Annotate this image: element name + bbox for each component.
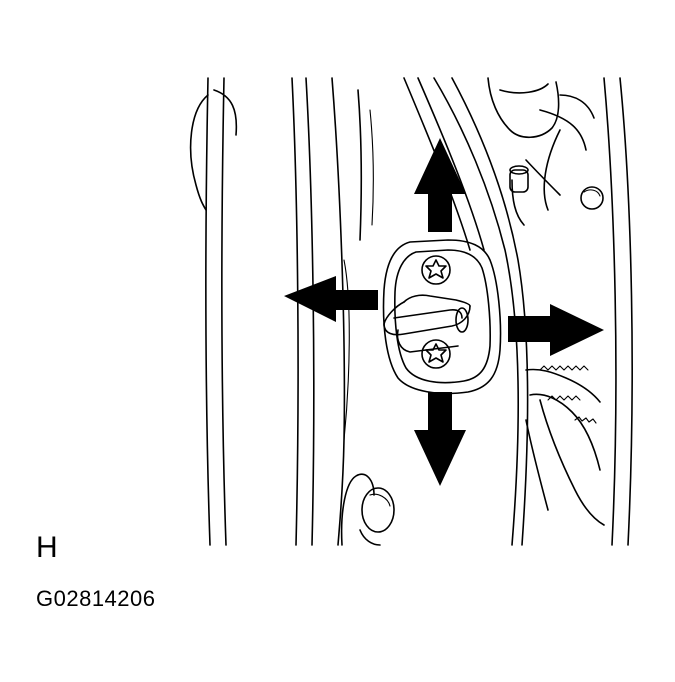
door-panel-left <box>189 77 374 546</box>
lower-door-bolt <box>340 473 395 546</box>
torx-screw-icon <box>421 339 451 369</box>
view-label: H <box>36 531 58 564</box>
arrow-down-icon <box>414 392 466 486</box>
body-pillar-right <box>403 77 633 546</box>
arrow-up-icon <box>414 138 466 232</box>
torx-screw-icon <box>421 255 451 285</box>
door-striker <box>382 239 502 395</box>
arrow-right-icon <box>508 304 604 356</box>
adjustment-arrows <box>284 138 604 486</box>
figure-code: G02814206 <box>36 586 156 611</box>
arrow-left-icon <box>284 276 378 322</box>
